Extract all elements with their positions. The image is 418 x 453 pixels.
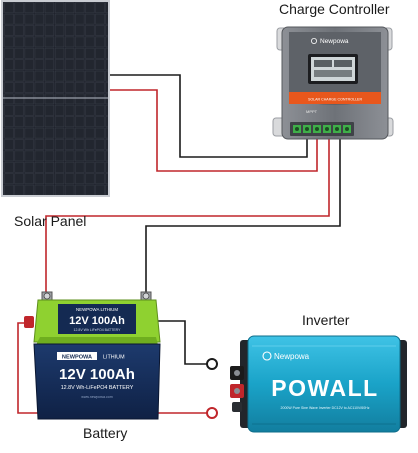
controller-model: MPPT (306, 109, 318, 114)
battery-top-sub: 12.8V Wh LiFePO4 BATTERY (74, 328, 122, 332)
ring-terminal-black (206, 358, 218, 370)
inverter-ground-terminal (232, 402, 242, 412)
battery-front-brand: NEWPOWA (62, 355, 92, 361)
inverter-label: Inverter (302, 312, 350, 328)
inverter: Newpowa POWALL 2000W Pure Sine Wave Inve… (230, 335, 407, 433)
battery-terminal-negative (140, 291, 152, 302)
wire-panel-black (110, 74, 308, 158)
brand-logo-icon (310, 38, 317, 45)
inverter-desc: 2000W Pure Sine Wave Inverter DC12V to A… (281, 406, 370, 410)
wire-panel-red (110, 89, 318, 172)
solar-panel (1, 0, 110, 197)
inverter-terminal-positive (230, 384, 244, 398)
battery-front-capacity: 12V 100Ah (59, 366, 135, 383)
charge-controller: Newpowa SOLAR CHARGE CONTROLLER MPPT (272, 26, 394, 140)
battery-top-brand: NEWPOWA LITHIUM (76, 307, 118, 312)
battery-label: Battery (83, 425, 128, 441)
inverter-terminal-negative (230, 366, 244, 380)
ring-terminal-red (206, 407, 218, 419)
battery-front-desc: 12.8V Wh-LiFePO4 BATTERY (61, 385, 134, 391)
battery-front-fine: www.newpowa.com (81, 395, 113, 399)
battery-top-capacity: 12V 100Ah (69, 315, 125, 327)
charge-controller-label: Charge Controller (279, 1, 390, 17)
battery-top-label (58, 304, 136, 334)
inverter-name: POWALL (271, 375, 378, 401)
battery: NEWPOWA LITHIUM 12V 100Ah 12.8V Wh LiFeP… (24, 291, 161, 420)
battery-front-type: LITHIUM (103, 355, 125, 361)
inverter-logo-icon (262, 351, 272, 361)
controller-brand: Newpowa (320, 38, 349, 45)
terminal-screws (293, 125, 351, 133)
battery-front (33, 343, 161, 420)
solar-panel-label: Solar Panel (14, 213, 87, 229)
wire-inverter-black (148, 320, 207, 365)
battery-brand-tag (57, 352, 97, 360)
battery-red-cap (24, 316, 34, 328)
controller-orange-band (289, 92, 381, 104)
inverter-brand: Newpowa (274, 352, 310, 361)
wire-battery-red (45, 137, 330, 296)
wire-battery-black (145, 137, 341, 296)
wires (17, 74, 341, 419)
inverter-body (247, 335, 401, 433)
controller-subtitle: SOLAR CHARGE CONTROLLER (308, 98, 363, 102)
